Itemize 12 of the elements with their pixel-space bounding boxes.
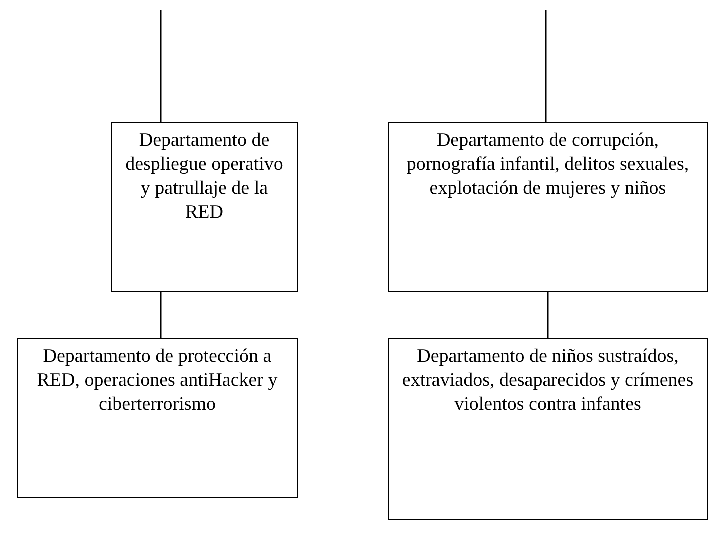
department-box <box>388 338 708 520</box>
department-name: Departamento de protección a RED, operaciones antiHacker y ciberterrorismo <box>36 345 279 417</box>
connector-line <box>545 10 547 122</box>
department-name: Departamento de corrupción, pornografía infantil, delitos sexuales, explotación de mujeres y niños <box>406 129 690 201</box>
department-box <box>388 122 708 292</box>
connector-line <box>160 10 162 122</box>
department-name: Departamento de niños sustraídos, extraviados, desaparecidos y crímenes violentos contra infantes <box>401 345 695 417</box>
department-box <box>17 338 298 498</box>
department-name: Departamento de despliegue operativo y patrullaje de la RED <box>124 129 284 225</box>
connector-line <box>547 292 549 338</box>
department-box <box>111 122 298 292</box>
connector-line <box>160 292 162 338</box>
